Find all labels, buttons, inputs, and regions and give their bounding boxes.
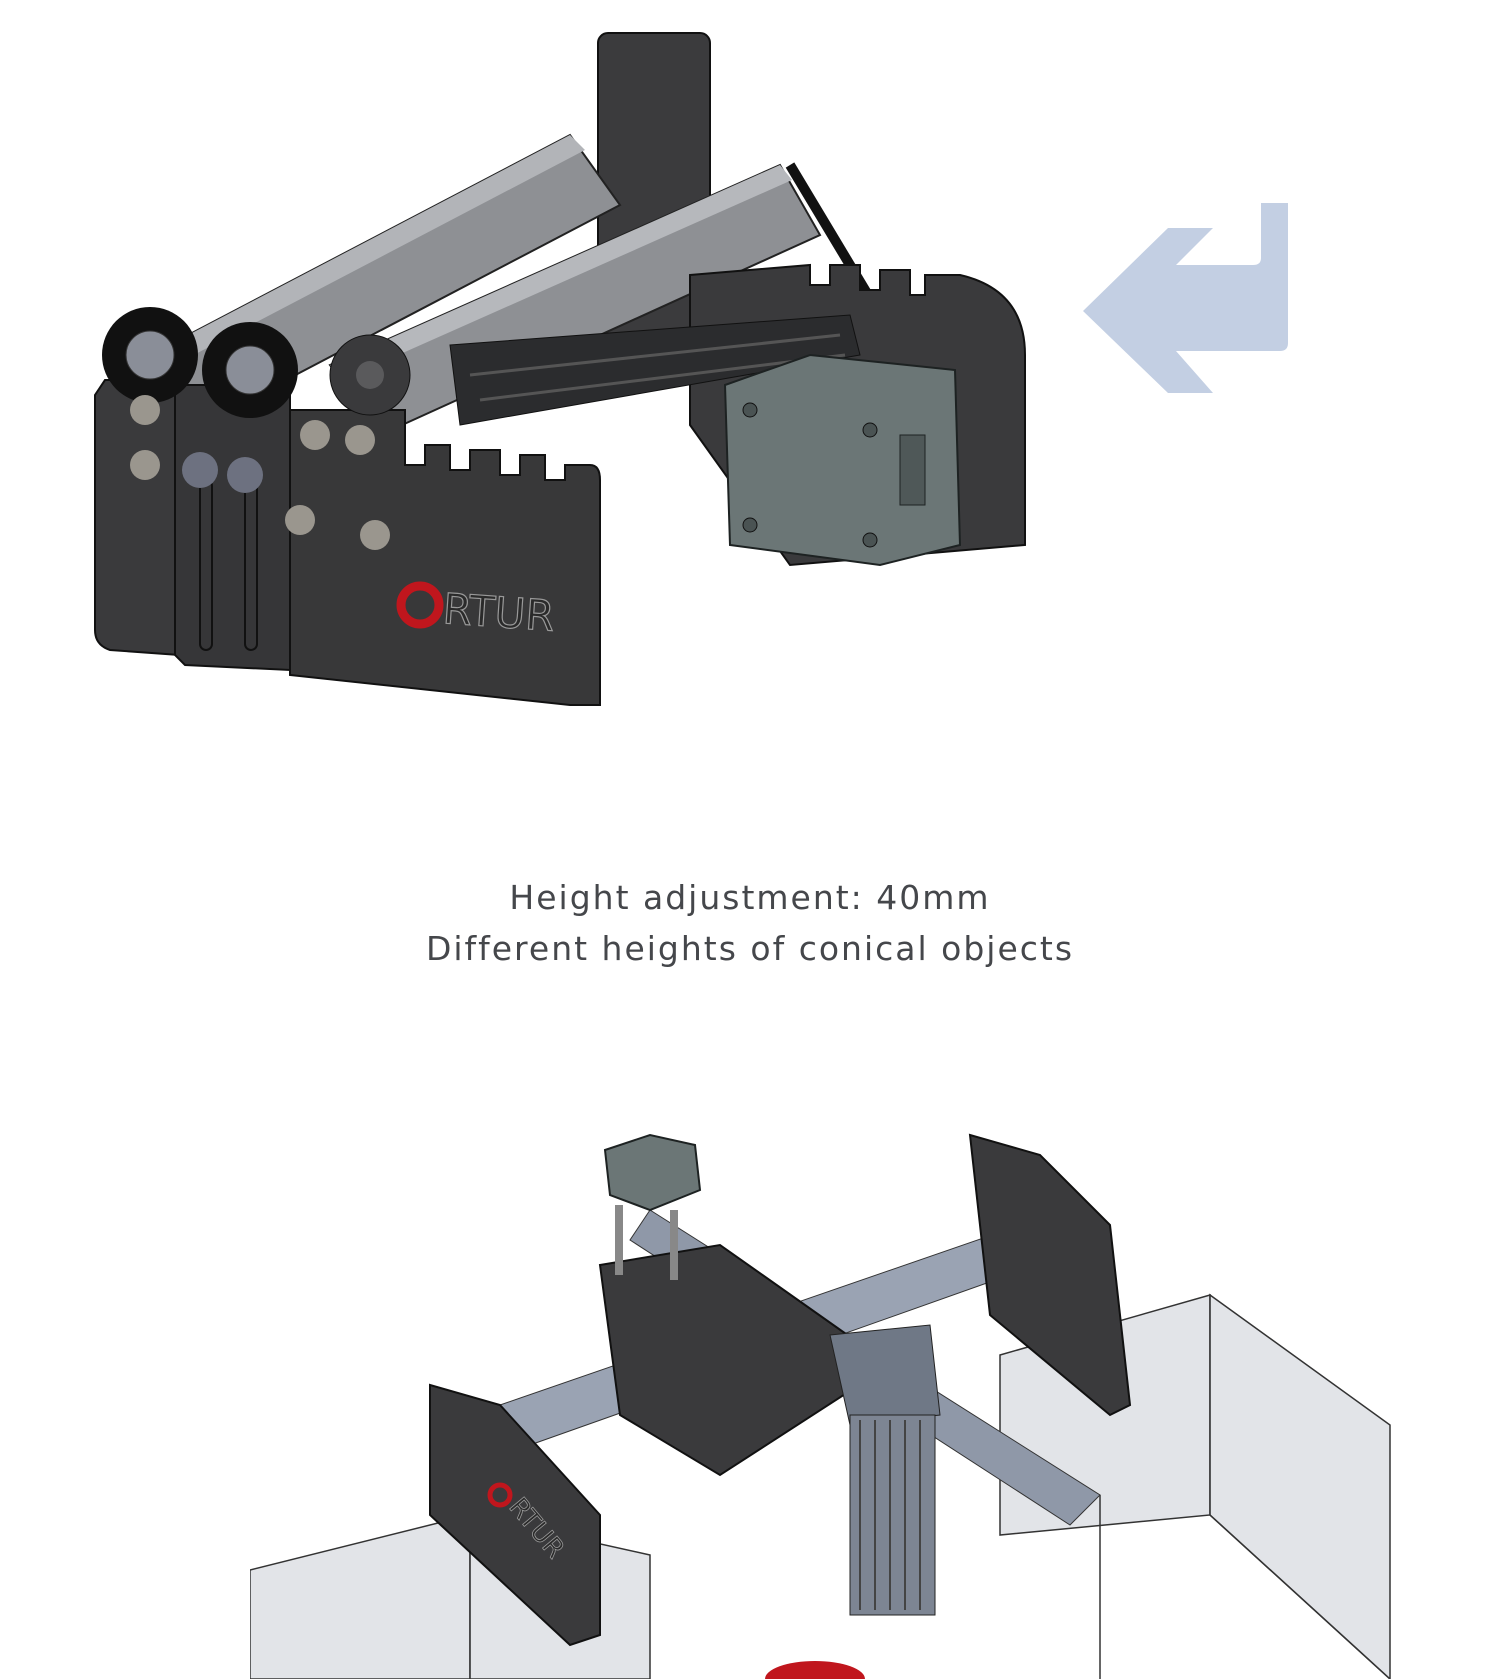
svg-text:RTUR: RTUR [441,584,556,641]
caption: Height adjustment: 40mm Different height… [0,872,1500,974]
rotary-roller-image: RTUR [94,32,1026,706]
laser-module [829,1324,941,1616]
return-arrow-icon [1083,203,1288,393]
caption-line-2: Different heights of conical objects [425,929,1075,968]
ortur-logo: RTUR [396,581,557,641]
stepper-motor [723,353,962,567]
caption-line-1: Height adjustment: 40mm [509,878,991,917]
laser-engraver-image: RTUR [250,1133,1391,1679]
